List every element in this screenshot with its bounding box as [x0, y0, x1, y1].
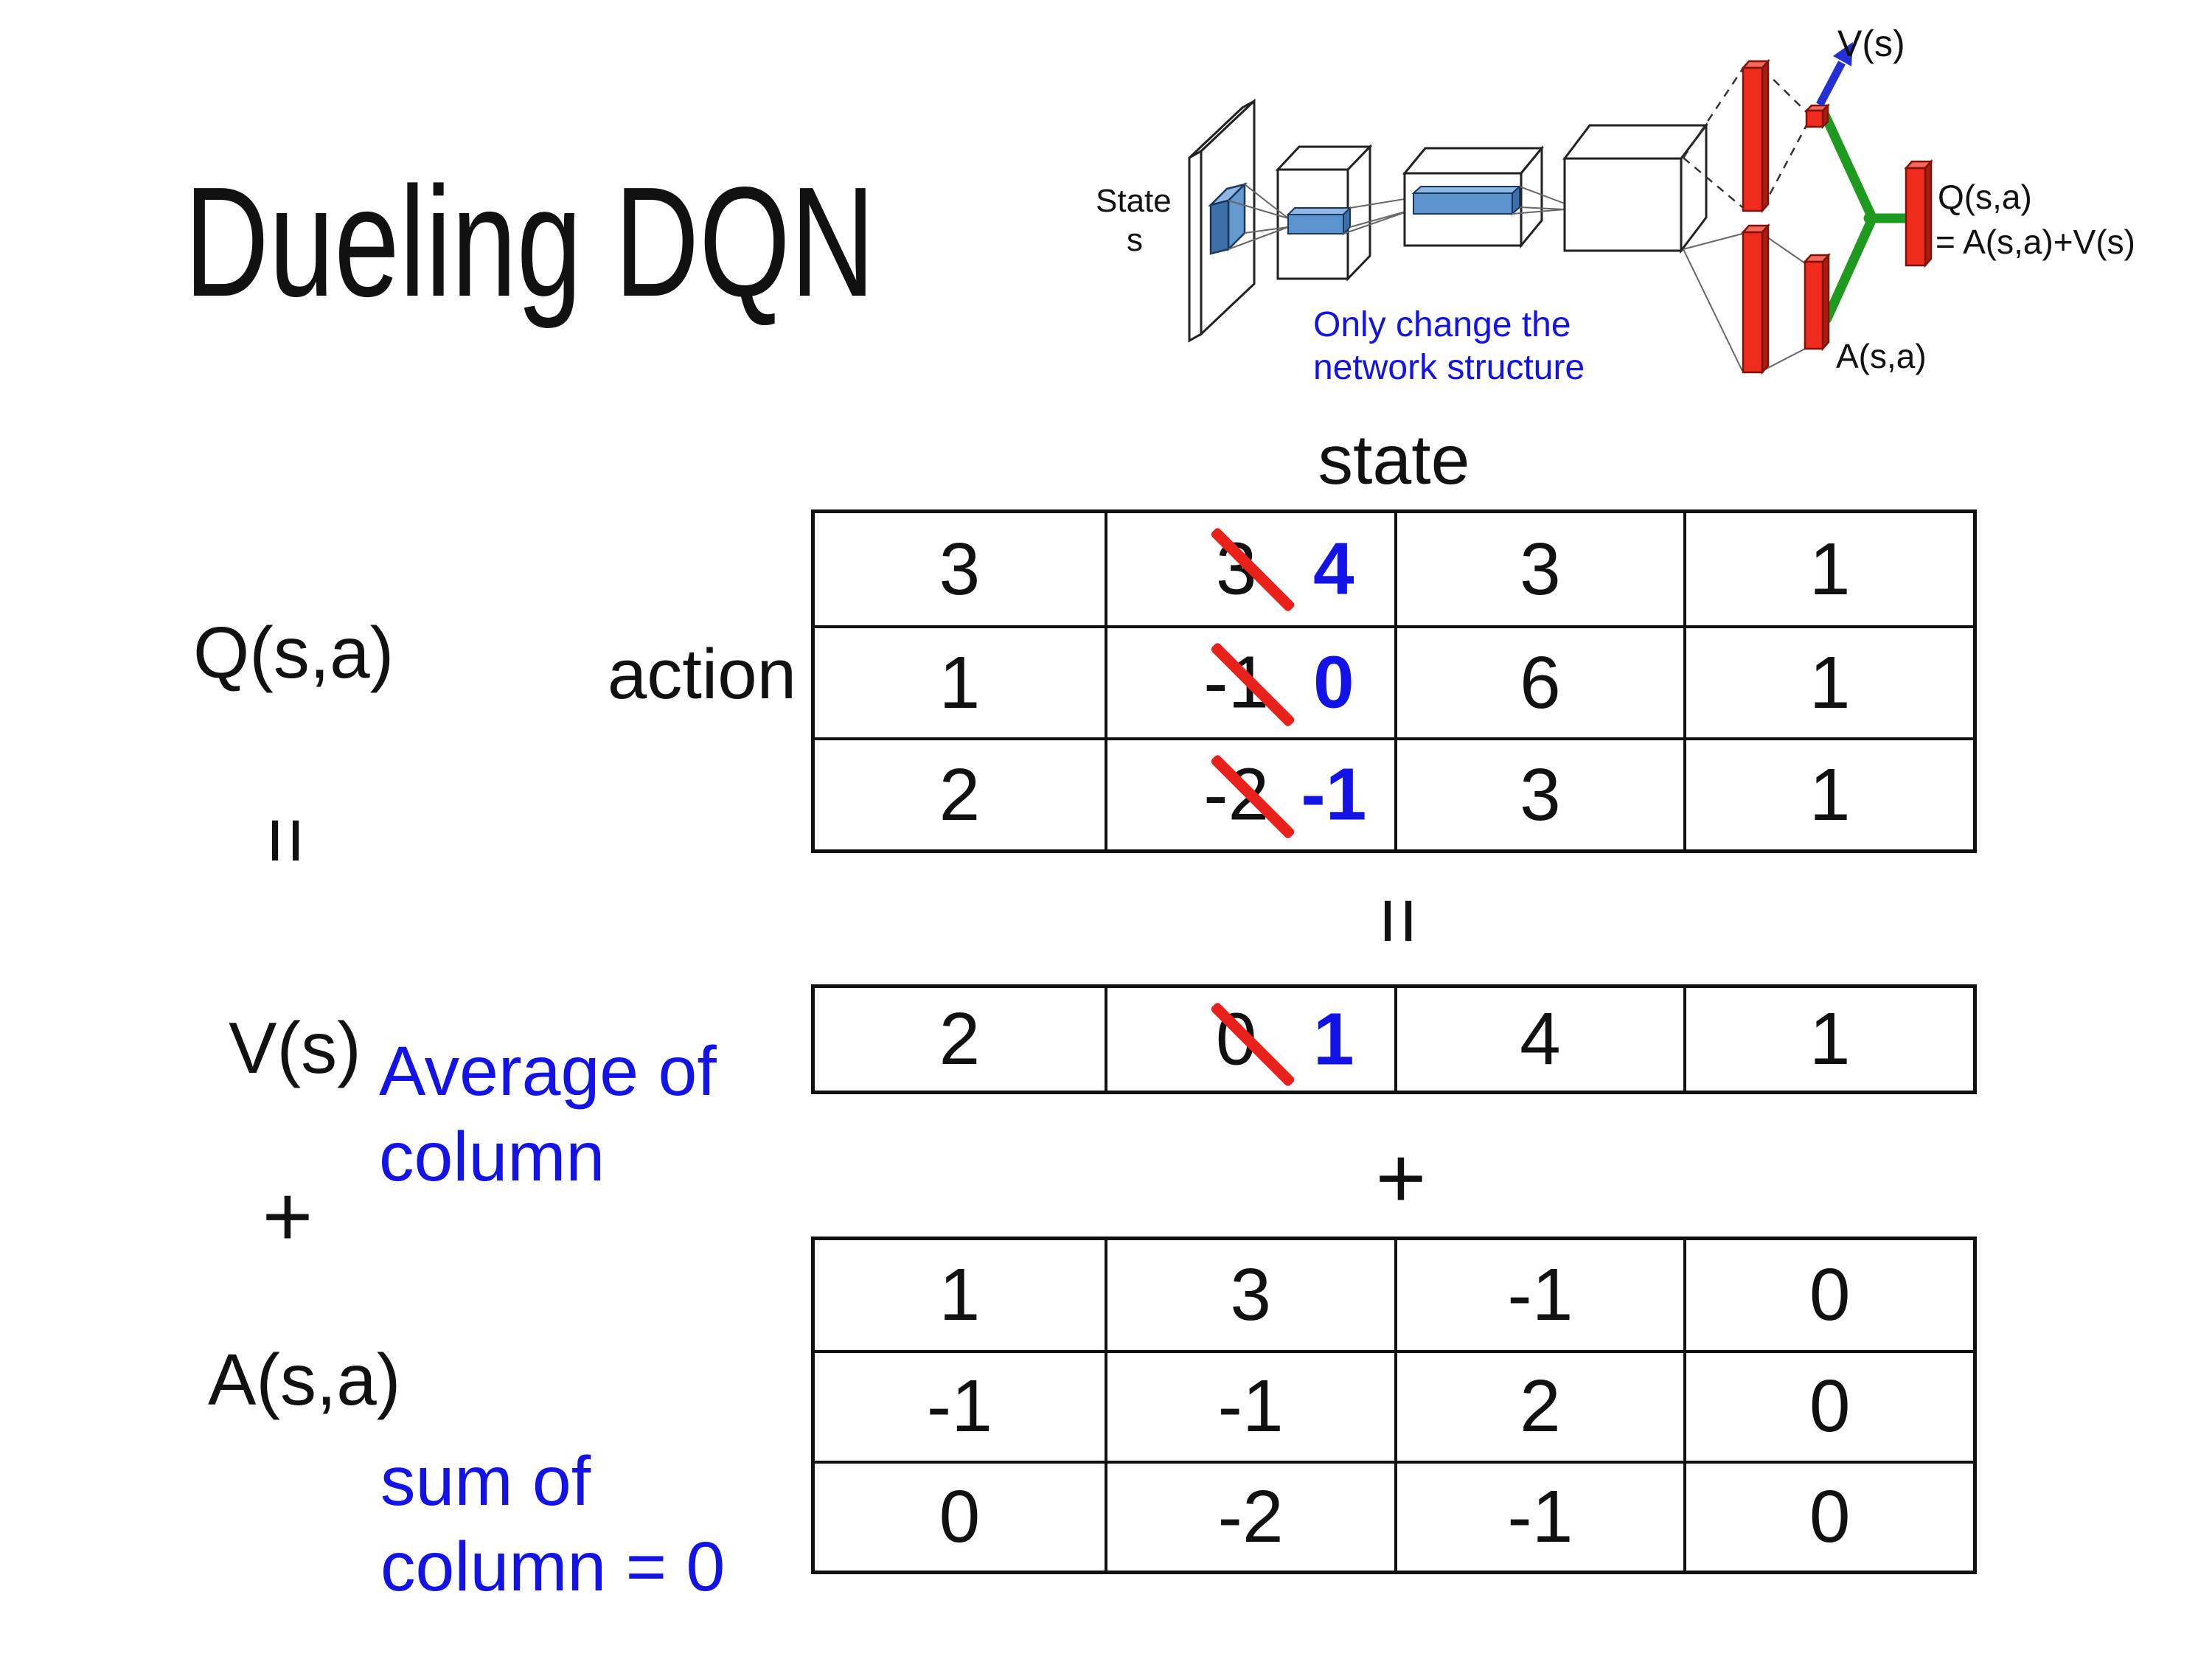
equals-sign-left: =	[240, 816, 333, 865]
a-table-cell: 0	[815, 1460, 1105, 1571]
advantage-function-label: A(s,a)	[208, 1339, 401, 1420]
diagram-note-line2: network structure	[1313, 348, 1585, 387]
q-table-cell-corrected: -1 0	[1104, 625, 1394, 737]
q-table-cell: 3	[1394, 737, 1684, 849]
a-table-cell: 1	[939, 1253, 981, 1337]
q-table-cell: 2	[815, 737, 1105, 849]
a-table-cell: 0	[1683, 1460, 1973, 1571]
advantage-bar	[1803, 252, 1831, 352]
a-table-cell: -1	[1394, 1460, 1684, 1571]
fc-box	[1562, 122, 1709, 254]
q-table-cell: 6	[1394, 625, 1684, 737]
a-table-cell: 0	[1683, 1350, 1973, 1461]
sum-of-column-note: sum of column = 0	[380, 1439, 725, 1610]
a-table-cell: -1	[1394, 1240, 1684, 1351]
diagram-vs-label: V(s)	[1837, 23, 1905, 64]
value-stream-dashed-lines	[1682, 69, 1808, 208]
sum-of-column-note-line1: sum of	[380, 1442, 591, 1520]
diagram-q-formula-label: = A(s,a)+V(s)	[1935, 223, 2135, 261]
v-table-cell: 4	[1394, 988, 1684, 1091]
q-table-cell: 1	[1683, 513, 1973, 625]
average-of-column-note: Average of column	[379, 1029, 717, 1200]
diagram-advantage-label: A(s,a)	[1836, 337, 1927, 375]
sum-of-column-note-line2: column = 0	[380, 1527, 726, 1606]
q-function-label: Q(s,a)	[193, 612, 394, 693]
value-function-label: V(s)	[229, 1007, 361, 1088]
action-axis-label: action	[607, 635, 796, 714]
value-node	[1804, 102, 1831, 130]
q-table-cell: 1	[1683, 625, 1973, 737]
corrected-value: 1	[1313, 998, 1354, 1080]
aggregator-connector	[1820, 111, 1913, 324]
slide-title: Dueling DQN	[184, 154, 875, 329]
patch-to-bar1-lines	[1228, 184, 1289, 250]
plus-sign-left: +	[262, 1168, 313, 1265]
feature-bar-1	[1286, 206, 1352, 236]
a-table-cell: -2	[1104, 1460, 1394, 1571]
q-output-bar	[1904, 159, 1933, 268]
bar1-to-bar2-lines	[1343, 197, 1414, 234]
a-table-cell: -1	[815, 1350, 1105, 1460]
diagram-state-label: State	[1096, 183, 1172, 219]
value-output-arrow	[1816, 42, 1853, 107]
v-table-cell: 2	[939, 998, 981, 1080]
diagram-note-line1: Only change the	[1313, 305, 1571, 344]
feature-bar-2	[1411, 184, 1522, 216]
equals-sign-center: =	[1353, 897, 1445, 945]
bar2-to-box3-lines	[1512, 186, 1565, 215]
v-table-cell: 1	[1683, 988, 1973, 1091]
q-table-cell: 1	[1683, 737, 1973, 849]
corrected-value: 0	[1313, 641, 1354, 724]
a-table-cell: 3	[1104, 1240, 1394, 1351]
q-table-cell: 1	[815, 625, 1105, 737]
q-table-cell: 3	[939, 527, 981, 611]
q-table-cell: 3	[1394, 513, 1684, 625]
corrected-value: 4	[1313, 527, 1354, 611]
diagram-q-label: Q(s,a)	[1938, 178, 2032, 216]
q-value-table: 3 3 4 3 1 1 -1 0 6 1 2 -2 -1 3 1	[811, 509, 1977, 853]
a-table-cell: 0	[1683, 1240, 1973, 1351]
average-of-column-note-line2: column	[379, 1117, 605, 1196]
diagram-state-s-label: s	[1127, 222, 1143, 258]
state-value-table: 2 0 1 4 1	[811, 984, 1977, 1094]
hidden-layer-bar-top	[1741, 58, 1770, 214]
q-table-cell-corrected: -2 -1	[1104, 737, 1394, 849]
a-table-cell: -1	[1104, 1350, 1394, 1461]
a-table-cell: 2	[1394, 1350, 1684, 1461]
advantage-stream-lines	[1683, 233, 1806, 372]
average-of-column-note-line1: Average of	[379, 1032, 717, 1110]
network-diagram: State s V(s) Q(s,a) = A(s,a)+V(s) A(s,a)…	[1096, 23, 2135, 387]
v-table-cell-corrected: 0 1	[1104, 988, 1394, 1091]
q-table-cell-corrected: 3 4	[1104, 513, 1394, 625]
hidden-layer-bar-bottom	[1741, 223, 1770, 375]
state-axis-label: state	[1318, 421, 1470, 499]
plus-sign-center: +	[1375, 1130, 1427, 1227]
advantage-table: 1 3 -1 0 -1 -1 2 0 0 -2 -1 0	[811, 1237, 1977, 1574]
corrected-value: -1	[1301, 753, 1367, 836]
input-feature-patch	[1207, 181, 1248, 255]
